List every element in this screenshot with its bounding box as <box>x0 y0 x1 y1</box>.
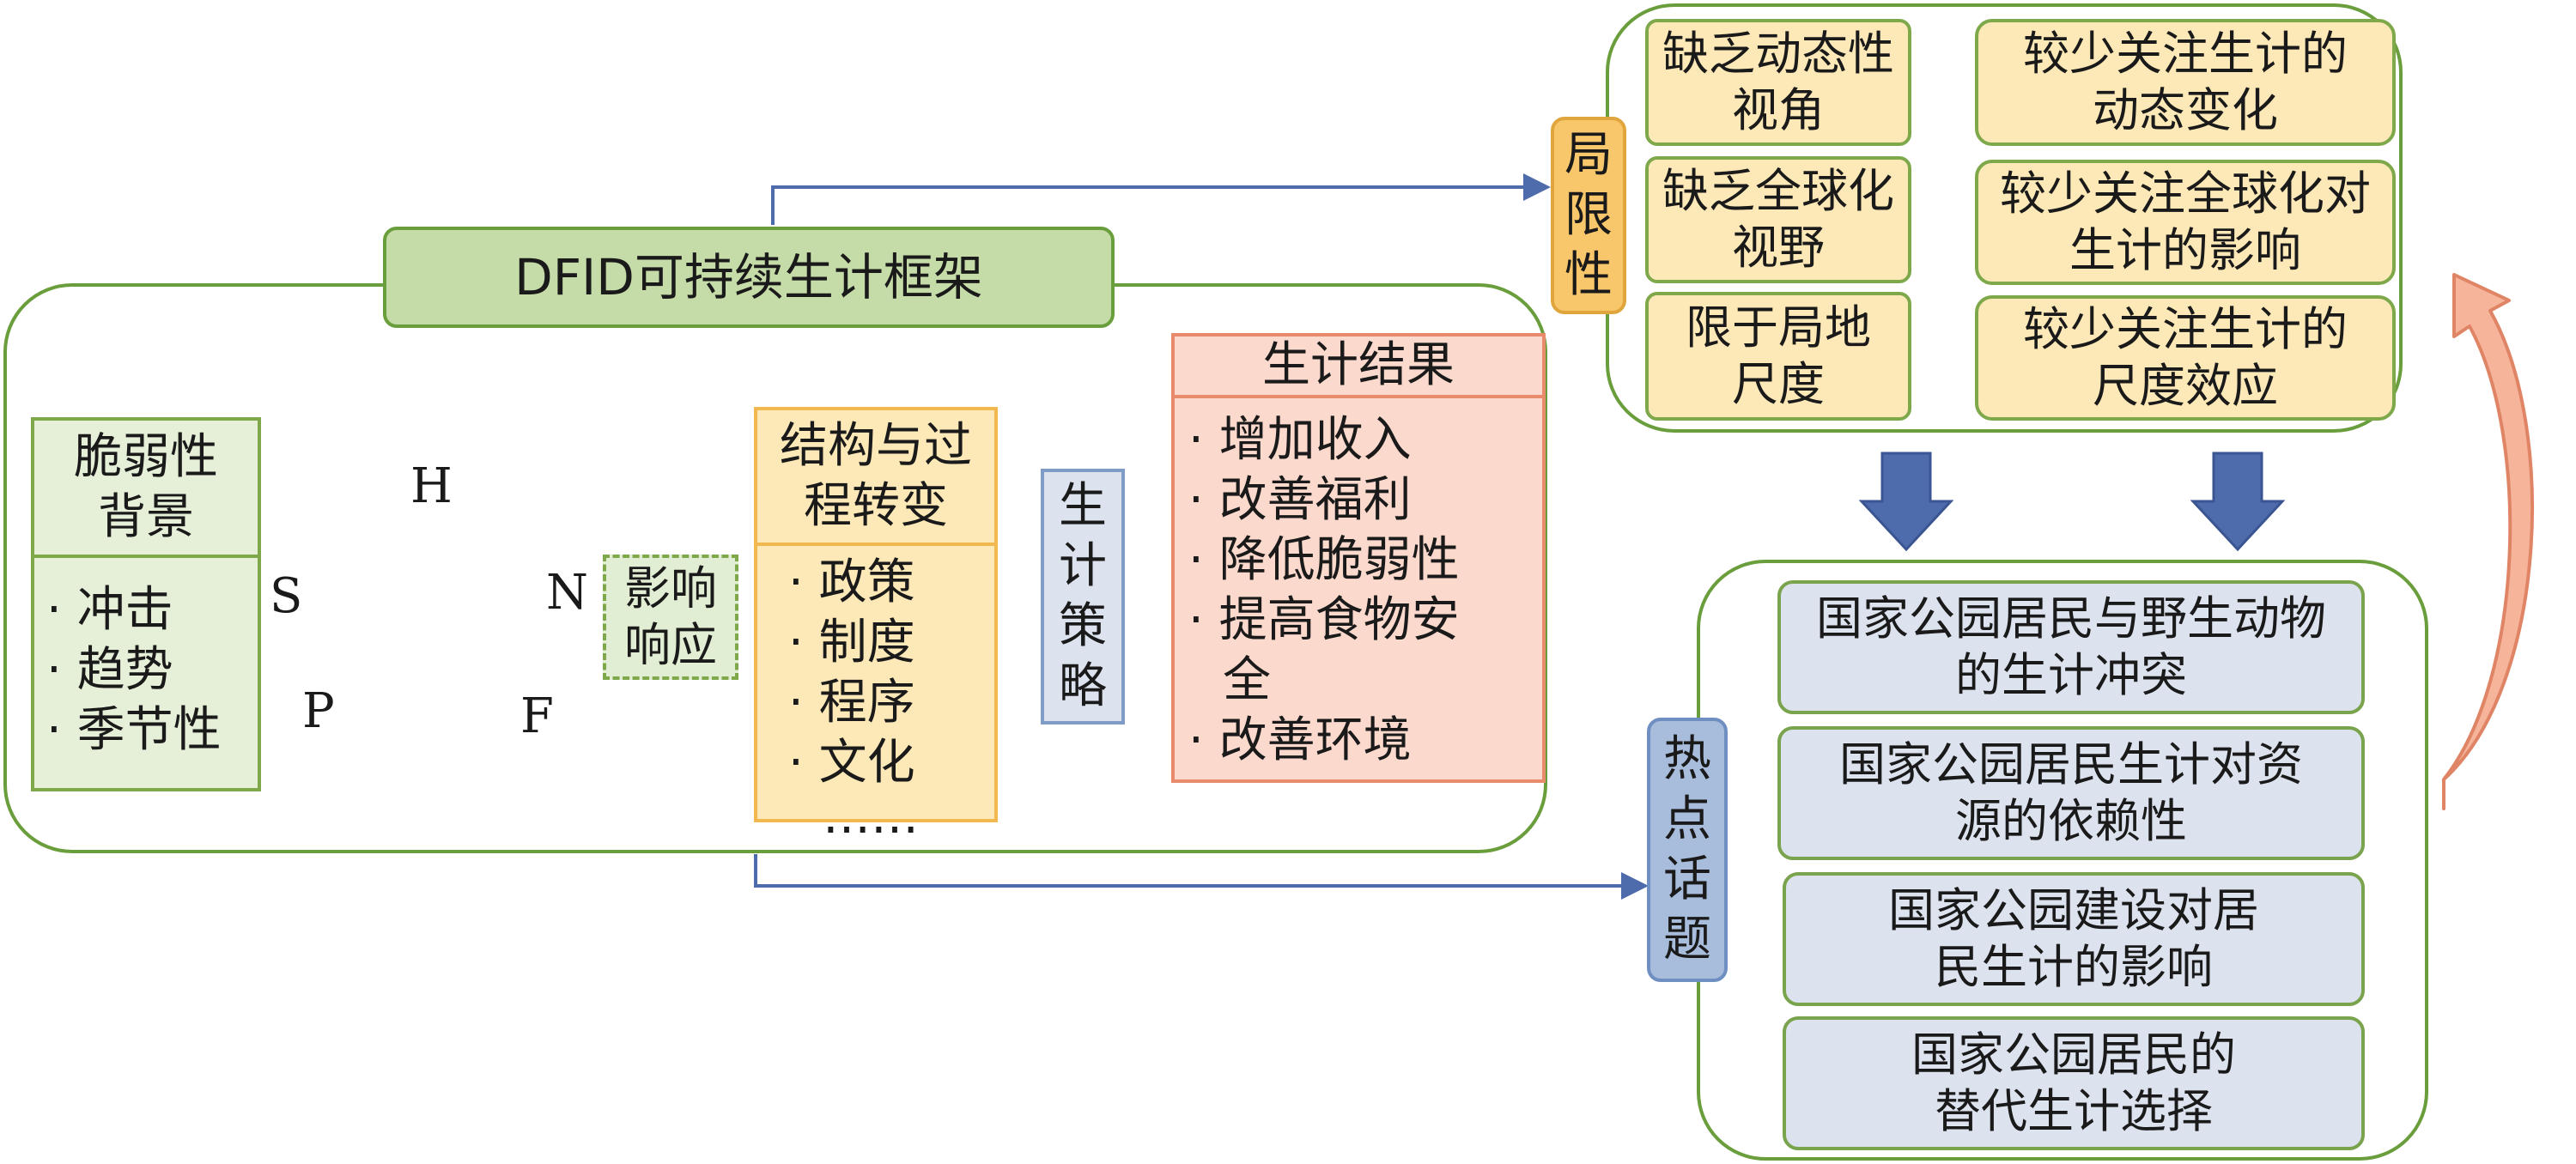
outcomes-item: · 改善福利 <box>1188 472 1412 528</box>
vulnerability-list: · 冲击 · 趋势 · 季节性 <box>46 580 222 761</box>
limitation-left-3: 限于局地尺度 <box>1645 292 1911 421</box>
structures-title: 结构与过程转变 <box>780 418 972 534</box>
structures-item: · 政策 <box>788 555 915 610</box>
outcomes-item: · 提高食物安全 <box>1188 592 1460 708</box>
hotspot-item-1: 国家公园居民与野生动物的生计冲突 <box>1777 580 2365 714</box>
outcomes-header: 生计结果 <box>1175 336 1542 398</box>
capital-label-s: S <box>270 568 303 624</box>
limitation-right-2: 较少关注全球化对生计的影响 <box>1975 160 2396 285</box>
limitations-label-text: 局限性 <box>1564 127 1613 303</box>
down-arrow-left <box>1858 452 1954 552</box>
limitation-left-2: 缺乏全球化视野 <box>1645 156 1911 283</box>
hotspots-label-text: 热点话题 <box>1663 731 1711 967</box>
framework-title-text: DFID可持续生计框架 <box>514 248 983 306</box>
vulnerability-header: 脆弱性背景 <box>34 421 258 558</box>
vulnerability-item: · 冲击 <box>46 582 173 638</box>
limitation-left-1: 缺乏动态性视角 <box>1645 19 1911 146</box>
structures-item: · 制度 <box>788 615 915 670</box>
vulnerability-item: · 季节性 <box>46 702 222 758</box>
capital-label-n: N <box>546 565 588 621</box>
capital-label-p: P <box>302 683 335 739</box>
arrow-to-limitations <box>771 173 1551 225</box>
outcomes-item: · 降低脆弱性 <box>1188 532 1460 588</box>
limitation-right-3: 较少关注生计的尺度效应 <box>1975 295 2396 421</box>
vulnerability-box: 脆弱性背景 · 冲击 · 趋势 · 季节性 <box>31 417 261 791</box>
structures-header: 结构与过程转变 <box>757 410 994 546</box>
capital-label-h: H <box>410 458 453 514</box>
vulnerability-item: · 趋势 <box>46 642 173 698</box>
limitations-label: 局限性 <box>1551 117 1626 314</box>
outcomes-box: 生计结果 · 增加收入 · 改善福利 · 降低脆弱性 · 提高食物安全 · 改善… <box>1171 333 1546 783</box>
arrow-to-hotspots <box>754 854 1649 900</box>
feedback-curved-arrow <box>2442 273 2534 810</box>
down-arrow-right <box>2190 452 2286 552</box>
strategies-text: 生计策略 <box>1059 478 1107 714</box>
structures-item: …… <box>823 789 919 845</box>
limitation-right-1: 较少关注生计的动态变化 <box>1975 19 2396 146</box>
hotspot-item-2: 国家公园居民生计对资源的依赖性 <box>1777 726 2365 860</box>
structures-list: · 政策 · 制度 · 程序 · 文化 …… <box>788 553 919 841</box>
capital-label-f: F <box>520 688 554 744</box>
strategies-box: 生计策略 <box>1041 469 1125 724</box>
structures-item: · 程序 <box>788 675 915 731</box>
hotspot-item-4: 国家公园居民的替代生计选择 <box>1783 1016 2365 1150</box>
hotspot-item-3: 国家公园建设对居民生计的影响 <box>1783 872 2365 1006</box>
outcomes-item: · 增加收入 <box>1188 412 1412 468</box>
hotspots-label: 热点话题 <box>1647 718 1728 982</box>
framework-title: DFID可持续生计框架 <box>383 227 1115 328</box>
outcomes-item: · 改善环境 <box>1188 712 1412 768</box>
outcomes-list: · 增加收入 · 改善福利 · 降低脆弱性 · 提高食物安全 · 改善环境 <box>1188 410 1540 771</box>
influence-box: 影响响应 <box>603 555 738 680</box>
vulnerability-title: 脆弱性背景 <box>74 429 218 545</box>
structures-box: 结构与过程转变 · 政策 · 制度 · 程序 · 文化 …… <box>754 407 998 841</box>
influence-text: 影响响应 <box>624 561 717 672</box>
structures-item: · 文化 <box>788 735 915 791</box>
outcomes-title: 生计结果 <box>1262 337 1455 393</box>
